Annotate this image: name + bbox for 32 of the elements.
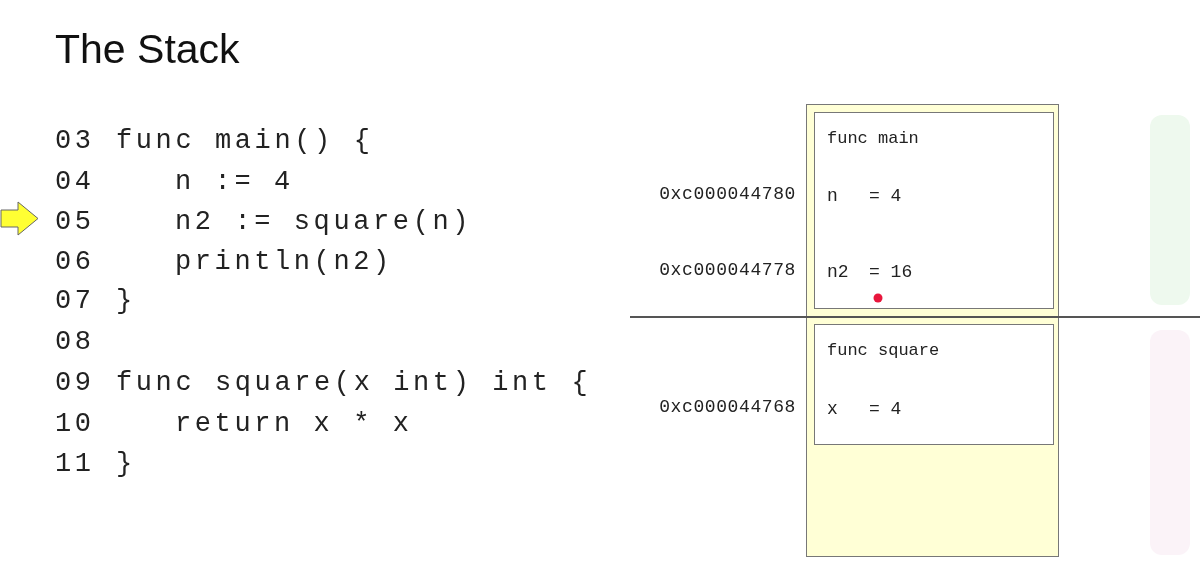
frame-title: func main (827, 129, 919, 148)
code-line: println(n2) (175, 246, 393, 278)
variable-value: = 4 (869, 186, 902, 206)
stack-frame (814, 324, 1054, 445)
line-number: 09 (55, 367, 95, 399)
variable-value: = 16 (869, 262, 913, 282)
title: The Stack (55, 26, 240, 73)
variable-name: n2 (827, 262, 849, 282)
memory-address: 0xc000044768 (658, 397, 796, 417)
stack-memory-box (806, 104, 1059, 557)
line-number: 06 (55, 246, 95, 278)
code-line: func main() { (116, 125, 374, 157)
code-line: n := 4 (175, 166, 294, 198)
variable-value: = 4 (869, 399, 902, 419)
line-number: 04 (55, 166, 95, 198)
line-number: 10 (55, 408, 95, 440)
frame-title: func square (827, 341, 940, 360)
line-number: 05 (55, 206, 95, 238)
code-line: } (116, 448, 136, 480)
line-number: 03 (55, 125, 95, 157)
memory-address: 0xc000044778 (658, 260, 796, 280)
line-number: 07 (55, 285, 95, 317)
code-line: func square(x int) int { (116, 367, 592, 399)
line-number: 08 (55, 326, 95, 358)
code-line: n2 := square(n) (175, 206, 473, 238)
memory-address: 0xc000044780 (658, 184, 796, 204)
stack-frame (814, 112, 1054, 309)
code-line: } (116, 285, 136, 317)
line-number: 11 (55, 448, 95, 480)
variable-name: x (827, 399, 838, 419)
code-line: return x * x (175, 408, 413, 440)
variable-name: n (827, 186, 838, 206)
